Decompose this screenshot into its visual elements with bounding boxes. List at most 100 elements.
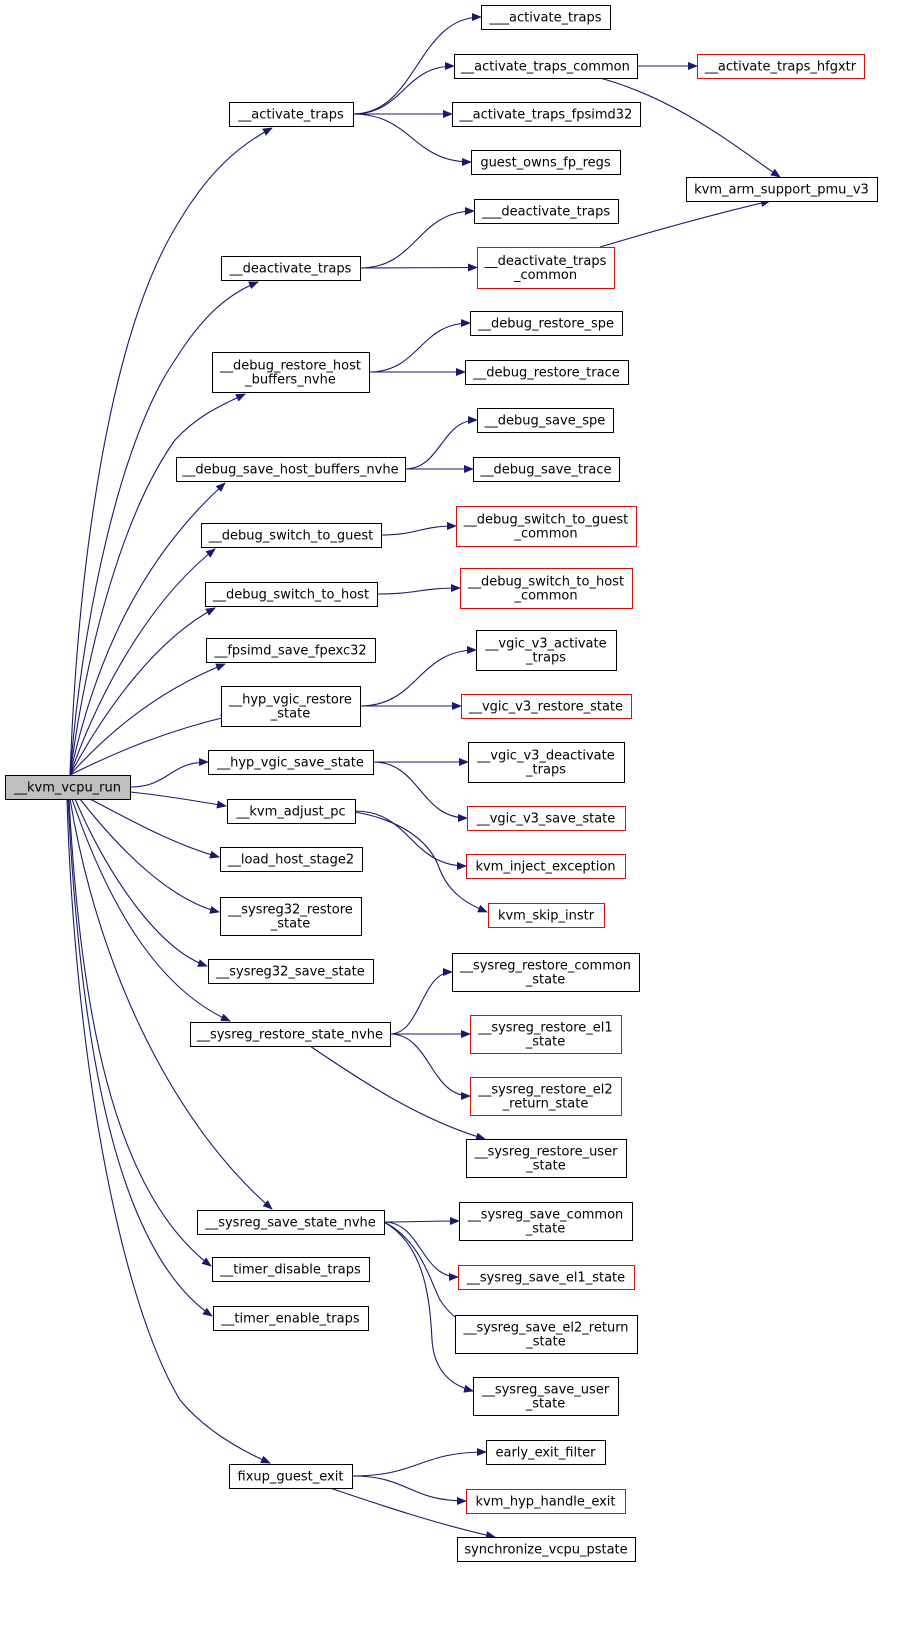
- node-kapc[interactable]: __kvm_adjust_pc: [227, 799, 356, 824]
- node-label-dstg-line0: __debug_switch_to_guest: [208, 529, 373, 544]
- node-label-v3dt-line1: _traps: [525, 763, 566, 778]
- node-fpx[interactable]: __fpsimd_save_fpexc32: [206, 638, 376, 663]
- node-box-drtr: [465, 360, 629, 385]
- node-srcs[interactable]: __sysreg_restore_common_state: [452, 953, 640, 992]
- edge-root-to-srsn: [71, 798, 231, 1022]
- node-hvss[interactable]: __hyp_vgic_save_state: [208, 750, 374, 775]
- edge-root-to-fge: [66, 798, 271, 1464]
- node-root[interactable]: __kvm_vcpu_run: [5, 775, 131, 800]
- node-kie[interactable]: kvm_inject_exception: [466, 854, 626, 879]
- node-gofr[interactable]: guest_owns_fp_regs: [471, 150, 621, 175]
- node-sre2[interactable]: __sysreg_restore_el2_return_state: [470, 1077, 622, 1116]
- node-label-atc-line0: __activate_traps_common: [460, 60, 630, 75]
- node-sscs[interactable]: __sysreg_save_common_state: [459, 1202, 633, 1241]
- edge-dt-to-dtc: [359, 263, 478, 272]
- node-box-dstr: [473, 457, 620, 482]
- edge-drhb-to-drspe: [368, 319, 471, 373]
- node-v3at[interactable]: __vgic_v3_activate_traps: [476, 630, 617, 671]
- node-box-athfg: [697, 54, 865, 79]
- node-pmu[interactable]: kvm_arm_support_pmu_v3: [686, 177, 878, 202]
- node-eef[interactable]: early_exit_filter: [486, 1440, 606, 1465]
- node-ksi[interactable]: kvm_skip_instr: [488, 903, 605, 928]
- node-sssn[interactable]: __sysreg_save_state_nvhe: [197, 1210, 385, 1235]
- node-box-svp: [457, 1537, 636, 1562]
- node-label-dstr-line0: __debug_save_trace: [480, 463, 612, 478]
- node-v3dt[interactable]: __vgic_v3_deactivate_traps: [468, 742, 625, 783]
- node-label-svp-line0: synchronize_vcpu_pstate: [464, 1543, 627, 1558]
- edge-root-to-sssn: [69, 798, 273, 1210]
- node-label-srus-line1: _state: [525, 1159, 565, 1174]
- node-dsthc[interactable]: __debug_switch_to_host_common: [460, 568, 633, 609]
- node-label-drhb-line1: _buffers_nvhe: [244, 373, 336, 388]
- edge-kapc-to-kie: [354, 810, 467, 870]
- node-dshb[interactable]: __debug_save_host_buffers_nvhe: [176, 457, 406, 482]
- node-label-s32s-line0: __sysreg32_save_state: [215, 965, 364, 980]
- node-dtc[interactable]: __deactivate_traps_common: [477, 247, 615, 289]
- edge-root-to-tdt: [68, 798, 212, 1267]
- node-at3[interactable]: ___activate_traps: [481, 5, 611, 30]
- node-box-dt: [221, 256, 361, 281]
- nodes-layer: __kvm_vcpu_run __activate_traps ___activat…: [5, 5, 878, 1562]
- node-svp[interactable]: synchronize_vcpu_pstate: [457, 1537, 636, 1562]
- node-label-v3rs-line0: __vgic_v3_restore_state: [468, 700, 623, 715]
- node-label-sse2-line0: __sysreg_save_el2_return: [462, 1321, 628, 1336]
- node-khhe[interactable]: kvm_hyp_handle_exit: [466, 1489, 626, 1514]
- edge-root-to-s32s: [74, 798, 208, 967]
- node-label-dtc-line1: _common: [513, 268, 577, 283]
- node-lhs2[interactable]: __load_host_stage2: [220, 847, 363, 872]
- node-atfp[interactable]: __activate_traps_fpsimd32: [452, 102, 641, 127]
- node-at[interactable]: __activate_traps: [229, 102, 354, 127]
- node-dsspe[interactable]: __debug_save_spe: [477, 408, 614, 433]
- node-srsn[interactable]: __sysreg_restore_state_nvhe: [190, 1022, 391, 1047]
- node-label-gofr-line0: guest_owns_fp_regs: [480, 156, 611, 171]
- node-s32r[interactable]: __sysreg32_restore_state: [220, 897, 362, 936]
- node-dstr[interactable]: __debug_save_trace: [473, 457, 620, 482]
- node-drspe[interactable]: __debug_restore_spe: [470, 311, 623, 336]
- node-label-root-line0: __kvm_vcpu_run: [13, 781, 121, 796]
- node-label-dsthc-line1: _common: [513, 589, 577, 604]
- node-drhb[interactable]: __debug_restore_host_buffers_nvhe: [212, 352, 370, 393]
- node-athfg[interactable]: __activate_traps_hfgxtr: [697, 54, 865, 79]
- node-drtr[interactable]: __debug_restore_trace: [465, 360, 629, 385]
- edge-srsn-to-srus: [309, 1045, 486, 1141]
- node-srus[interactable]: __sysreg_restore_user_state: [466, 1139, 627, 1178]
- node-label-sre2-line0: __sysreg_restore_el2: [477, 1083, 612, 1098]
- node-v3ss[interactable]: __vgic_v3_save_state: [467, 806, 626, 831]
- node-tdt[interactable]: __timer_disable_traps: [212, 1257, 370, 1282]
- node-box-s32r: [220, 897, 362, 936]
- node-box-tet: [213, 1306, 369, 1331]
- node-label-srcs-line1: _state: [525, 973, 565, 988]
- node-v3rs[interactable]: __vgic_v3_restore_state: [461, 694, 632, 719]
- node-fge[interactable]: fixup_guest_exit: [229, 1464, 353, 1489]
- node-box-v3at: [476, 630, 617, 671]
- node-label-at3-line0: ___activate_traps: [488, 11, 601, 26]
- edge-root-to-hvrs: [69, 714, 231, 776]
- edge-root-to-tet: [67, 798, 213, 1317]
- node-dsth[interactable]: __debug_switch_to_host: [205, 582, 378, 607]
- node-s32s[interactable]: __sysreg32_save_state: [208, 959, 374, 984]
- edge-root-to-dt: [69, 281, 259, 776]
- node-box-root: [5, 775, 131, 800]
- edge-fge-to-svp: [329, 1487, 496, 1539]
- node-atc[interactable]: __activate_traps_common: [454, 54, 638, 79]
- node-ssus[interactable]: __sysreg_save_user_state: [473, 1377, 619, 1416]
- edge-atc-to-pmu: [599, 77, 781, 178]
- node-hvrs[interactable]: __hyp_vgic_restore_state: [221, 686, 361, 727]
- node-dt[interactable]: __deactivate_traps: [221, 256, 361, 281]
- node-label-srcs-line0: __sysreg_restore_common: [459, 959, 631, 974]
- node-box-ssus: [473, 1377, 619, 1416]
- node-sre1[interactable]: __sysreg_restore_el1_state: [470, 1015, 622, 1054]
- node-dt3[interactable]: ___deactivate_traps: [474, 199, 619, 224]
- node-box-sscs: [459, 1202, 633, 1241]
- node-dstg[interactable]: __debug_switch_to_guest: [201, 523, 382, 548]
- node-box-sse1: [458, 1265, 635, 1290]
- node-label-pmu-line0: kvm_arm_support_pmu_v3: [694, 183, 869, 198]
- node-dstgc[interactable]: __debug_switch_to_guest_common: [456, 506, 637, 547]
- node-label-srsn-line0: __sysreg_restore_state_nvhe: [196, 1028, 383, 1043]
- node-tet[interactable]: __timer_enable_traps: [213, 1306, 369, 1331]
- node-label-tet-line0: __timer_enable_traps: [220, 1312, 359, 1327]
- node-label-dsthc-line0: __debug_switch_to_host: [467, 575, 624, 590]
- node-sse1[interactable]: __sysreg_save_el1_state: [458, 1265, 635, 1290]
- node-box-hvss: [208, 750, 374, 775]
- node-sse2[interactable]: __sysreg_save_el2_return_state: [455, 1315, 638, 1354]
